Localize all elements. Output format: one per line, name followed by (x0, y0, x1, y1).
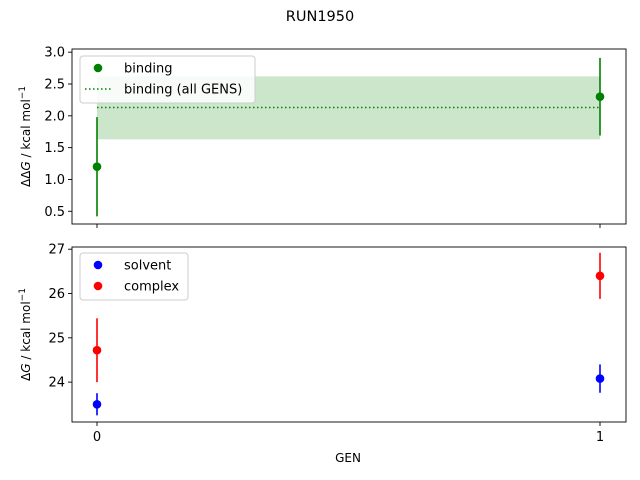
y-tick-label: 24 (48, 376, 65, 391)
legend: solvent complex (79, 252, 189, 301)
y-tick-label: 1.0 (44, 173, 65, 188)
axes-frame (71, 246, 627, 423)
data-point (595, 92, 605, 102)
legend-label: binding (124, 62, 172, 77)
y-tick-label: 2.5 (44, 78, 65, 93)
data-point (595, 271, 605, 281)
legend-marker (93, 281, 103, 291)
x-tick-label: 0 (93, 430, 101, 445)
chart-title: RUN1950 (286, 9, 354, 25)
legend-box (79, 252, 189, 301)
legend-label: complex (124, 280, 179, 295)
data-point (92, 399, 102, 409)
data-point (92, 162, 102, 172)
legend-marker (93, 260, 103, 270)
legend-label: binding (all GENS) (124, 83, 242, 98)
axes-frame (71, 48, 627, 225)
x-axis-label: GEN (335, 451, 361, 465)
x-tick-label: 1 (596, 430, 604, 445)
y-axis-label: ΔΔG / kcal mol−1 (18, 86, 33, 187)
y-tick-label: 26 (48, 287, 65, 302)
legend: binding binding (all GENS) (79, 55, 256, 104)
data-point (595, 374, 605, 383)
legend-marker (93, 63, 103, 73)
y-tick-label: 1.5 (44, 141, 65, 156)
data-point (92, 345, 102, 355)
y-tick-label: 2.0 (44, 109, 65, 124)
y-tick-label: 3.0 (44, 46, 65, 61)
legend-box (79, 55, 256, 104)
y-axis-label: ΔG / kcal mol−1 (18, 288, 33, 381)
y-tick-label: 27 (48, 243, 65, 258)
legend-label: solvent (124, 259, 171, 274)
y-tick-label: 0.5 (44, 205, 65, 220)
y-tick-label: 25 (48, 331, 65, 346)
panel-1: 24 25 26 27 0 1 ΔG / kcal mol−1 solvent complex (18, 243, 627, 445)
